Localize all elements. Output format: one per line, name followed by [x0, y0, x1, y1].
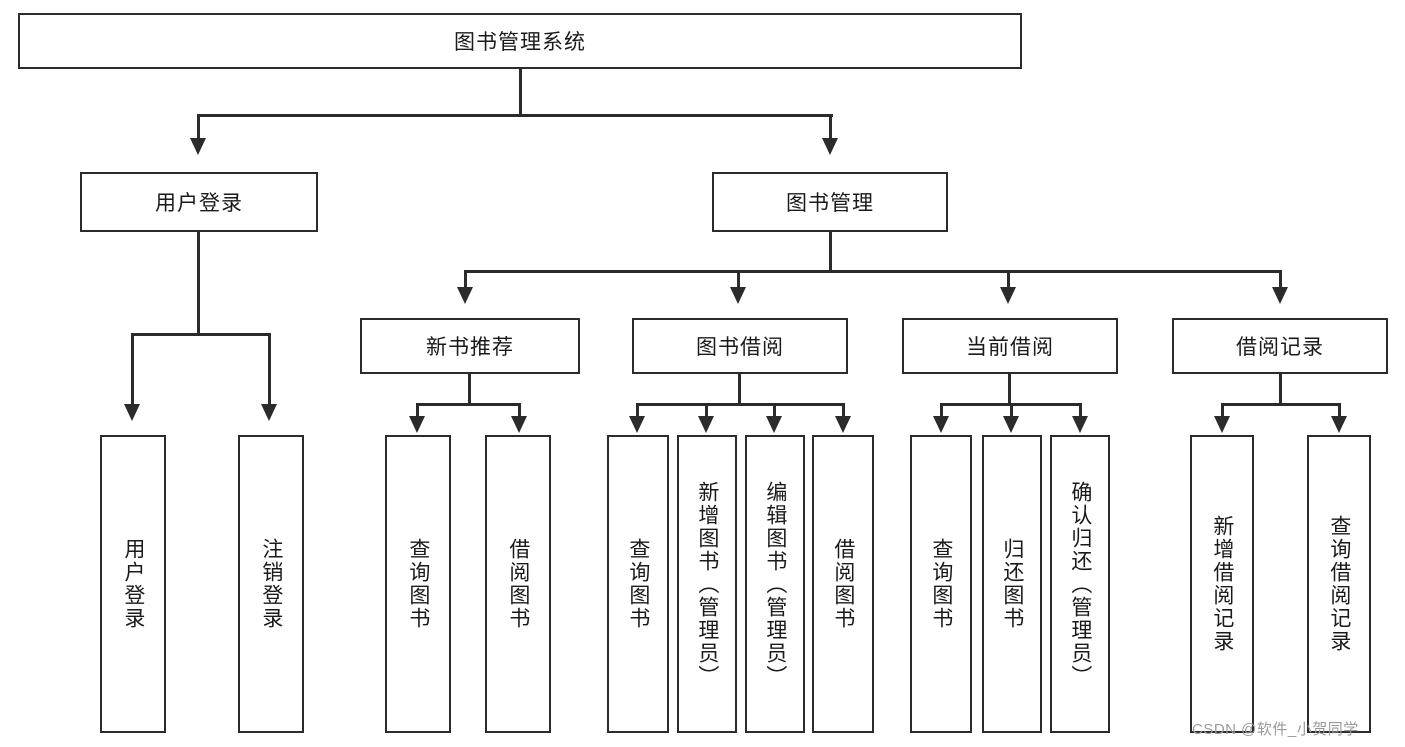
edge-newbook-to-query: [416, 403, 419, 417]
arrow-root-to-login: [190, 138, 206, 155]
leaf-return-book[interactable]: 归还图书: [982, 435, 1042, 733]
node-label: 新增图书（管理员）: [695, 480, 719, 688]
edge-root-to-login: [197, 114, 200, 139]
arrow-bookborrow-to-add: [698, 416, 714, 433]
leaf-confirm-return-admin[interactable]: 确认归还（管理员）: [1050, 435, 1110, 733]
leaf-query-book-current[interactable]: 查询图书: [910, 435, 972, 733]
edge-root-stem: [519, 69, 522, 115]
node-user-login[interactable]: 用户登录: [80, 172, 318, 232]
csdn-watermark: CSDN @软件_小贺同学: [1192, 721, 1359, 738]
node-label: 图书管理: [786, 192, 874, 215]
node-borrow-records[interactable]: 借阅记录: [1172, 318, 1388, 374]
edge-bookmgmt-stem: [829, 232, 832, 273]
node-new-book-recommend[interactable]: 新书推荐: [360, 318, 580, 374]
edge-bookborrow-stem: [738, 374, 741, 405]
leaf-add-borrow-record[interactable]: 新增借阅记录: [1190, 435, 1254, 733]
edge-bookmgmt-to-borrow: [737, 270, 740, 288]
edge-bookborrow-bar: [636, 403, 845, 406]
edge-currentborrow-to-query: [940, 403, 943, 417]
node-label: 新增借阅记录: [1210, 515, 1234, 653]
node-label: 归还图书: [1000, 538, 1024, 630]
arrow-root-to-bookmgmt: [822, 138, 838, 155]
leaf-edit-book-admin[interactable]: 编辑图书（管理员）: [745, 435, 805, 733]
edge-currentborrow-stem: [1008, 374, 1011, 405]
arrow-bookmgmt-to-current: [1000, 287, 1016, 304]
edge-bookmgmt-to-newbook: [464, 270, 467, 288]
edge-newbook-bar: [416, 403, 521, 406]
arrow-records-to-add: [1214, 416, 1230, 433]
arrow-bookborrow-to-edit: [766, 416, 782, 433]
edge-login-to-userlogin: [131, 333, 134, 405]
node-label: 确认归还（管理员）: [1068, 480, 1092, 688]
edge-records-to-query: [1338, 403, 1341, 417]
node-label: 图书管理系统: [454, 31, 586, 54]
edge-bookmgmt-to-current: [1007, 270, 1010, 288]
leaf-user-login[interactable]: 用户登录: [100, 435, 166, 733]
node-book-management[interactable]: 图书管理: [712, 172, 948, 232]
leaf-query-book-recommend[interactable]: 查询图书: [385, 435, 451, 733]
node-label: 新书推荐: [426, 336, 514, 359]
arrow-currentborrow-to-return: [1003, 416, 1019, 433]
arrow-login-to-logout: [261, 404, 277, 421]
leaf-borrow-book-recommend[interactable]: 借阅图书: [485, 435, 551, 733]
leaf-borrow-book[interactable]: 借阅图书: [812, 435, 874, 733]
arrow-currentborrow-to-confirm: [1072, 416, 1088, 433]
node-label: 查询图书: [626, 538, 650, 630]
leaf-logout[interactable]: 注销登录: [238, 435, 304, 733]
node-label: 借阅图书: [506, 538, 530, 630]
edge-bookmgmt-to-records: [1279, 270, 1282, 288]
node-label: 用户登录: [121, 538, 145, 630]
edge-currentborrow-to-confirm: [1079, 403, 1082, 417]
node-label: 图书借阅: [696, 336, 784, 359]
arrow-newbook-to-borrow: [511, 416, 527, 433]
edge-bookborrow-to-query: [636, 403, 639, 417]
arrow-login-to-userlogin: [124, 404, 140, 421]
node-label: 查询图书: [929, 538, 953, 630]
node-label: 借阅记录: [1236, 336, 1324, 359]
edge-records-to-add: [1221, 403, 1224, 417]
edge-root-to-bookmgmt: [829, 114, 832, 139]
edge-bookborrow-to-add: [705, 403, 708, 417]
arrow-bookborrow-to-query: [629, 416, 645, 433]
edge-bookmgmt-bar: [464, 270, 1282, 273]
leaf-query-borrow-record[interactable]: 查询借阅记录: [1307, 435, 1371, 733]
node-label: 用户登录: [155, 192, 243, 215]
edge-newbook-stem: [468, 374, 471, 405]
arrow-bookborrow-to-borrow: [835, 416, 851, 433]
edge-root-bar: [197, 114, 833, 117]
leaf-query-book-borrow[interactable]: 查询图书: [607, 435, 669, 733]
arrow-records-to-query: [1331, 416, 1347, 433]
edge-login-bar: [131, 333, 271, 336]
arrow-currentborrow-to-query: [933, 416, 949, 433]
node-label: 查询借阅记录: [1327, 515, 1351, 653]
leaf-add-book-admin[interactable]: 新增图书（管理员）: [677, 435, 737, 733]
edge-currentborrow-to-return: [1010, 403, 1013, 417]
edge-bookborrow-to-borrow: [842, 403, 845, 417]
node-label: 借阅图书: [831, 538, 855, 630]
arrow-bookmgmt-to-borrow: [730, 287, 746, 304]
edge-records-stem: [1279, 374, 1282, 405]
arrow-newbook-to-query: [409, 416, 425, 433]
node-book-borrow[interactable]: 图书借阅: [632, 318, 848, 374]
edge-records-bar: [1221, 403, 1341, 406]
arrow-bookmgmt-to-records: [1272, 287, 1288, 304]
node-label: 当前借阅: [966, 336, 1054, 359]
node-current-borrow[interactable]: 当前借阅: [902, 318, 1118, 374]
node-label: 注销登录: [259, 538, 283, 630]
arrow-bookmgmt-to-newbook: [457, 287, 473, 304]
node-root-system[interactable]: 图书管理系统: [18, 13, 1022, 69]
edge-newbook-to-borrow: [518, 403, 521, 417]
node-label: 查询图书: [406, 538, 430, 630]
edge-bookborrow-to-edit: [773, 403, 776, 417]
edge-login-to-logout: [268, 333, 271, 405]
edge-login-stem: [197, 232, 200, 335]
node-label: 编辑图书（管理员）: [763, 480, 787, 688]
